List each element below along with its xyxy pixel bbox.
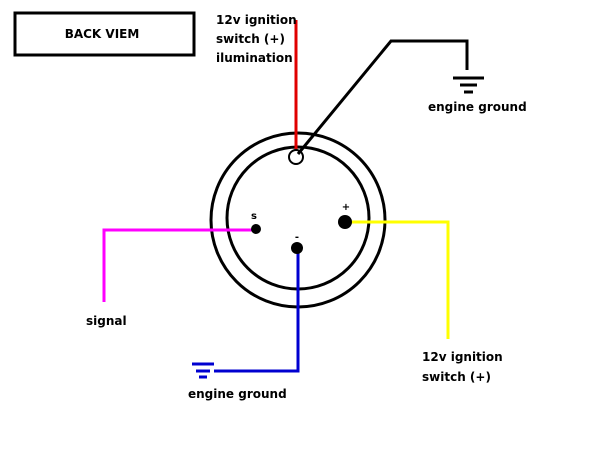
ground-top-label: engine ground bbox=[428, 100, 527, 114]
signal-terminal bbox=[251, 224, 261, 234]
illumination-label-line1: 12v ignition bbox=[216, 13, 297, 27]
signal-wire bbox=[102, 228, 255, 302]
signal-label: signal bbox=[86, 314, 127, 328]
title-box bbox=[13, 11, 196, 57]
power-label-line2: switch (+) bbox=[422, 370, 491, 384]
illumination-label-line2: switch (+) bbox=[216, 32, 285, 46]
power-wire bbox=[348, 220, 450, 339]
illumination-label-line3: ilumination bbox=[216, 51, 293, 65]
ground-pin-label: - bbox=[295, 232, 299, 243]
ground-icon bbox=[192, 362, 214, 379]
power-pin-label: + bbox=[342, 202, 350, 213]
ground-terminal bbox=[291, 242, 303, 254]
ground-icon bbox=[453, 76, 484, 94]
title-text: BACK VIEM bbox=[65, 27, 140, 41]
power-label-line1: 12v ignition bbox=[422, 350, 503, 364]
ground-bottom-label: engine ground bbox=[188, 387, 287, 401]
ground-wire-top bbox=[296, 39, 469, 155]
ground-wire-bottom bbox=[214, 250, 300, 373]
signal-pin-label: s bbox=[251, 211, 257, 222]
power-terminal bbox=[338, 215, 352, 229]
